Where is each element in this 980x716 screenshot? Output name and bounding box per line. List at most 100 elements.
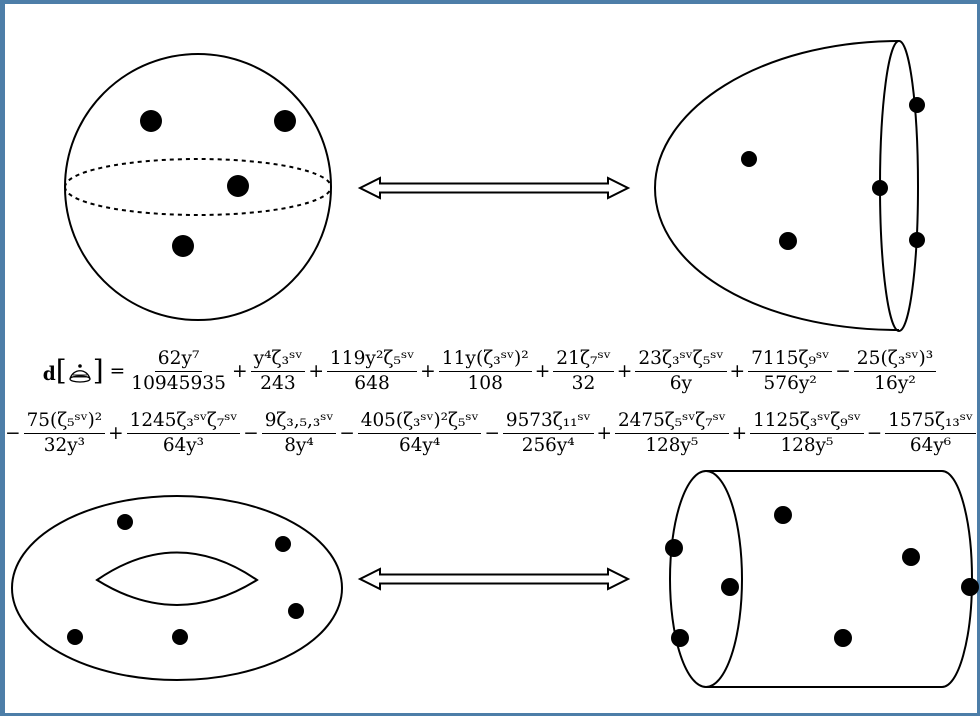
sphere-equator-front [64, 186, 332, 216]
cylinder-point [902, 548, 920, 566]
torus-outer [11, 495, 343, 681]
equation-operator: − [339, 422, 355, 444]
equation-operator: + [231, 360, 248, 382]
hemisphere-glyph-icon [69, 364, 91, 383]
hemisphere-point [741, 151, 757, 167]
equation-operator: − [835, 360, 851, 382]
sphere-point [140, 110, 162, 132]
equation-operator: + [534, 360, 551, 382]
fraction-denominator: 64y³ [162, 434, 205, 456]
equation-operator: = [109, 360, 126, 382]
fraction-denominator: 128y⁵ [780, 434, 834, 456]
cylinder-point [961, 578, 979, 596]
equation-operator: + [729, 360, 746, 382]
cylinder-point [671, 629, 689, 647]
equation-operator: + [731, 422, 748, 444]
fraction-numerator: 1575ζ₁₃ˢᵛ [885, 410, 976, 434]
hemisphere-figure [653, 40, 925, 332]
equation-lhs: d[] [42, 354, 104, 387]
sphere-outline [64, 53, 332, 321]
fraction-numerator: 62y⁷ [154, 348, 203, 372]
sphere-point [227, 175, 249, 197]
equation-operator: + [596, 422, 612, 444]
torus-point [275, 536, 291, 552]
torus-point [172, 629, 188, 645]
fraction-denominator: 256y⁴ [521, 434, 575, 456]
hemisphere-point [909, 97, 925, 113]
fraction-numerator: y⁴ζ₃ˢᵛ [250, 348, 306, 372]
torus-figure [11, 495, 343, 681]
fraction-denominator: 648 [354, 372, 390, 394]
sphere-figure [64, 53, 332, 321]
torus-point [67, 629, 83, 645]
fraction-denominator: 10945935 [131, 372, 226, 394]
sphere-point [172, 235, 194, 257]
sphere-point [274, 110, 296, 132]
equation-operator: − [5, 422, 21, 444]
fraction-numerator: 9573ζ₁₁ˢᵛ [502, 410, 594, 434]
fraction-numerator: 1245ζ₃ˢᵛζ₇ˢᵛ [126, 410, 241, 434]
fraction-denominator: 32y³ [43, 434, 85, 456]
fraction-numerator: 25(ζ₃ˢᵛ)³ [853, 348, 937, 372]
fraction-denominator: 16y² [874, 372, 916, 394]
fraction-numerator: 11y(ζ₃ˢᵛ)² [438, 348, 532, 372]
double-arrow-bottom [357, 567, 631, 591]
torus-hole [95, 551, 259, 606]
hemisphere-point [779, 232, 797, 250]
fraction-numerator: 1125ζ₃ˢᵛζ₉ˢᵛ [750, 410, 864, 434]
cylinder-point [665, 539, 683, 557]
fraction-numerator: 2475ζ₅ˢᵛζ₇ˢᵛ [614, 410, 729, 434]
cylinder-figure [665, 470, 979, 688]
equation-operator: + [616, 360, 633, 382]
fraction-denominator: 108 [467, 372, 503, 394]
fraction-numerator: 119y²ζ₅ˢᵛ [326, 348, 418, 372]
fraction-numerator: 7115ζ₉ˢᵛ [748, 348, 833, 372]
fraction-denominator: 576y² [763, 372, 817, 394]
torus-point [117, 514, 133, 530]
equation-operator: − [866, 422, 883, 444]
fraction-denominator: 6y [669, 372, 693, 394]
hemisphere-body [653, 40, 900, 331]
cylinder-point [721, 578, 739, 596]
hemisphere-point [872, 180, 888, 196]
equation-operator: + [420, 360, 436, 382]
double-arrow-top [357, 176, 631, 200]
fraction-numerator: 23ζ₃ˢᵛζ₅ˢᵛ [635, 348, 727, 372]
cylinder-point [834, 629, 852, 647]
hemisphere-point [909, 232, 925, 248]
equation-operator: + [108, 422, 124, 444]
equation-operator: − [484, 422, 500, 444]
fraction-denominator: 32 [571, 372, 596, 394]
equation-operator: − [243, 422, 259, 444]
sphere-equator-back [64, 158, 332, 188]
fraction-denominator: 64y⁶ [909, 434, 952, 456]
fraction-numerator: 21ζ₇ˢᵛ [553, 348, 614, 372]
fraction-denominator: 128y⁵ [645, 434, 699, 456]
fraction-numerator: 75(ζ₅ˢᵛ)² [23, 410, 106, 434]
cylinder-point [774, 506, 792, 524]
fraction-denominator: 8y⁴ [284, 434, 314, 456]
fraction-numerator: 405(ζ₃ˢᵛ)²ζ₅ˢᵛ [357, 410, 482, 434]
torus-point [288, 603, 304, 619]
fraction-denominator: 64y⁴ [399, 434, 441, 456]
equation-operator: + [308, 360, 324, 382]
